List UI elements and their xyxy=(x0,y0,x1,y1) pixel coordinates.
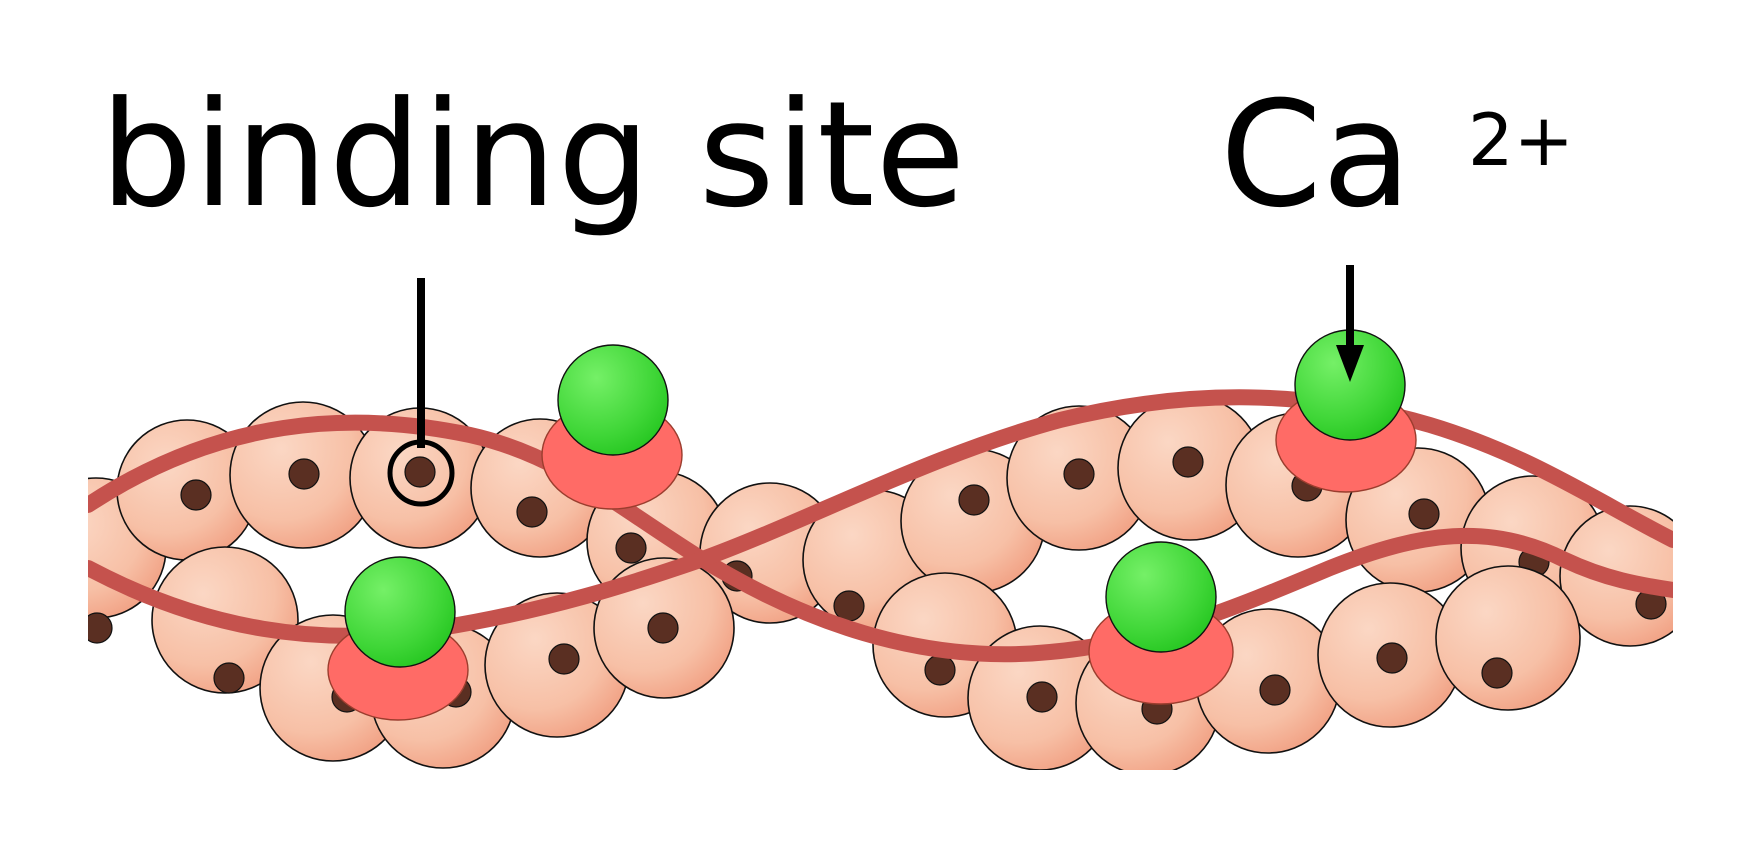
actin-site-dot xyxy=(404,456,436,488)
calcium-pointer xyxy=(1336,265,1364,382)
actin-site-dot xyxy=(924,654,956,686)
actin-site-dot xyxy=(213,662,245,694)
actin-site-dot xyxy=(288,458,320,490)
actin-site-dot xyxy=(958,484,990,516)
thin-filament xyxy=(88,329,1673,770)
actin-site-dot xyxy=(88,612,113,644)
actin-monomer-shape xyxy=(1435,565,1581,711)
troponin-complex xyxy=(541,344,683,510)
actin-monomer xyxy=(349,407,491,549)
calcium-label-superscript: 2+ xyxy=(1468,98,1574,182)
actin-site-dot xyxy=(1063,458,1095,490)
binding-site-label: binding site xyxy=(100,70,966,240)
calcium-ion xyxy=(344,556,456,668)
actin-monomer xyxy=(1435,565,1581,711)
actin-monomer xyxy=(1317,582,1463,728)
actin-site-dot xyxy=(647,612,679,644)
actin-site-dot xyxy=(1481,657,1513,689)
troponin-complex xyxy=(327,556,469,721)
binding-site-label-group: binding site xyxy=(100,70,966,240)
calcium-ion xyxy=(1105,541,1217,653)
actin-site-dot xyxy=(615,532,647,564)
binding-site-pointer xyxy=(387,278,455,507)
actin-site-dot xyxy=(1376,642,1408,674)
calcium-label: Ca 2+ xyxy=(1220,70,1574,240)
circle-icon xyxy=(387,439,455,507)
calcium-ion xyxy=(557,344,669,456)
actin-site-dot xyxy=(180,479,212,511)
calcium-label-group: Ca 2+ xyxy=(1220,70,1574,240)
actin-site-dot xyxy=(1172,446,1204,478)
actin-site-dot xyxy=(516,496,548,528)
actin-monomer xyxy=(116,419,258,561)
actin-site-dot xyxy=(548,643,580,675)
actin-site-dot xyxy=(833,590,865,622)
actin-monomer xyxy=(484,592,630,738)
actin-monomer xyxy=(593,557,735,699)
arrow-down-icon xyxy=(1336,345,1364,382)
actin-site-dot xyxy=(1408,498,1440,530)
actin-monomer xyxy=(1006,405,1152,551)
actin-site-dot xyxy=(1026,681,1058,713)
troponin-complex xyxy=(1275,329,1417,493)
calcium-label-base: Ca xyxy=(1220,70,1411,240)
troponin-complex xyxy=(1088,541,1234,705)
actin-site-dot xyxy=(1259,674,1291,706)
